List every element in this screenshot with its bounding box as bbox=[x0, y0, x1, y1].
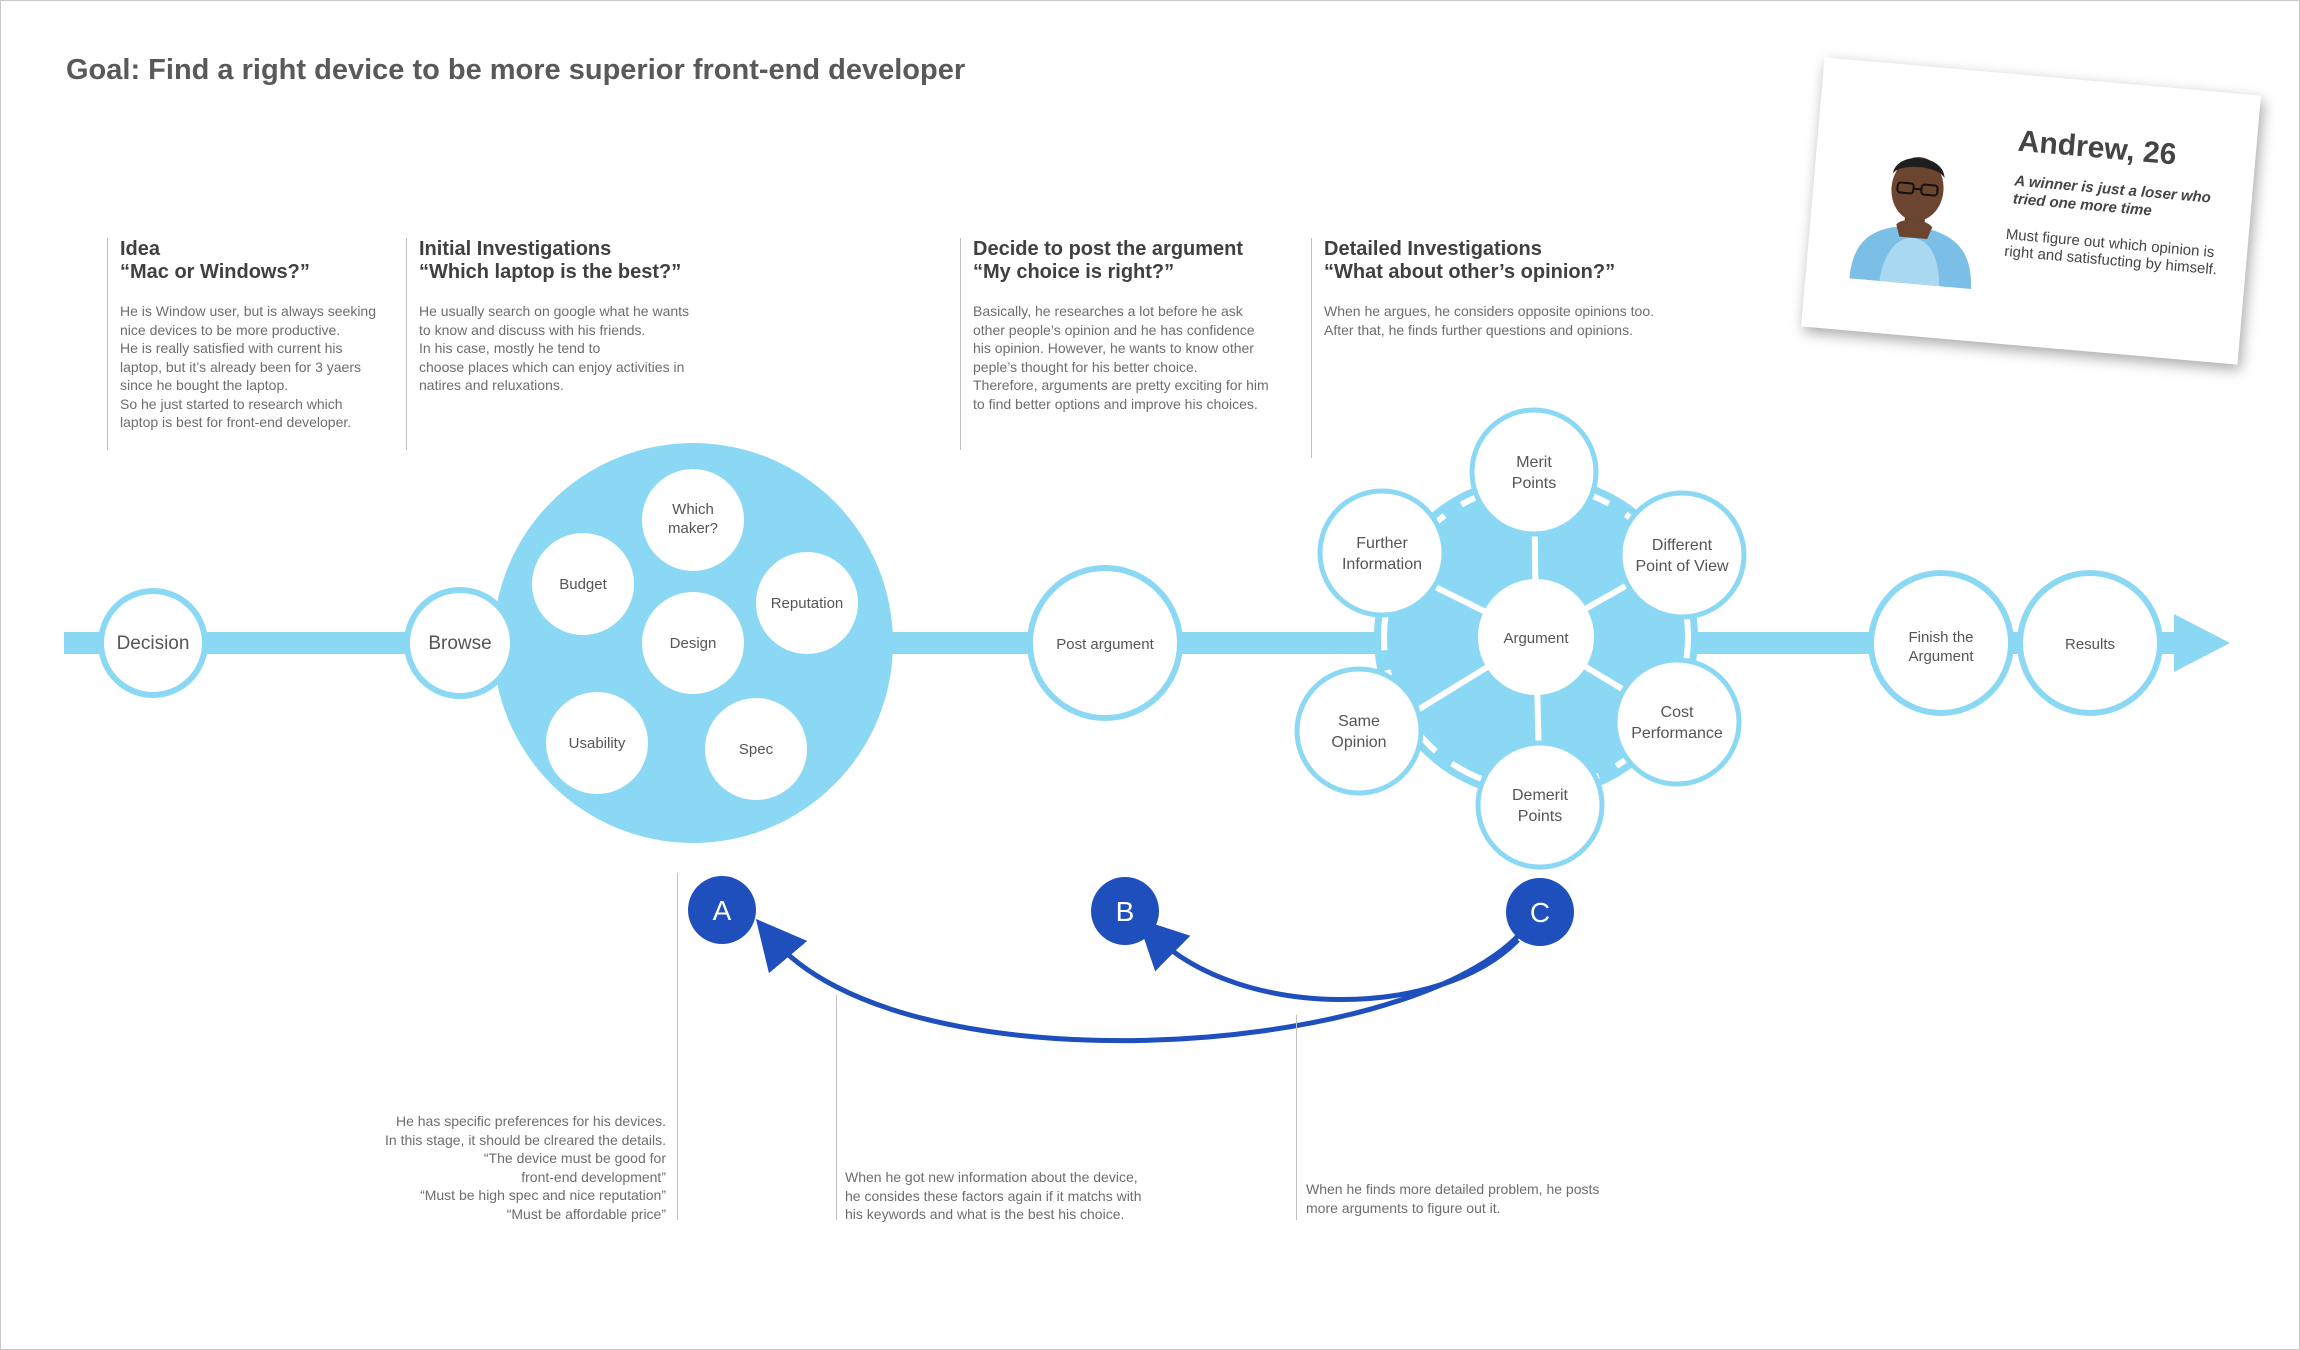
svg-text:Argument: Argument bbox=[1908, 648, 1974, 665]
factor-cost-performance: Cost Performance bbox=[1612, 657, 1742, 787]
node-results: Results bbox=[2017, 570, 2163, 716]
svg-text:Usability: Usability bbox=[569, 735, 626, 752]
stage-title: Initial Investigations bbox=[419, 238, 612, 260]
svg-text:Point of View: Point of View bbox=[1635, 558, 1729, 575]
node-label: Browse bbox=[428, 633, 491, 654]
svg-text:maker?: maker? bbox=[668, 520, 718, 537]
factor-further-information: Further Information bbox=[1317, 488, 1447, 618]
factor-reputation: Reputation bbox=[756, 552, 858, 654]
stage-title: Decide to post the argument bbox=[973, 238, 1244, 260]
node-label: Decision bbox=[117, 633, 190, 654]
svg-text:Different: Different bbox=[1652, 537, 1713, 554]
stage-idea: Idea “Mac or Windows?” He is Window user… bbox=[107, 238, 420, 450]
stage-description: When he argues, he considers opposite op… bbox=[1324, 303, 1654, 338]
persona-description: Must figure out which opinion is right a… bbox=[2003, 225, 2218, 279]
svg-text:Finish the: Finish the bbox=[1908, 629, 1973, 646]
node-finish-argument: Finish the Argument bbox=[1868, 570, 2014, 716]
stage-detailed-investigations: Detailed Investigations “What about othe… bbox=[1311, 238, 1724, 458]
argument-center: Argument bbox=[1478, 579, 1594, 695]
svg-text:B: B bbox=[1116, 896, 1135, 927]
factor-same-opinion: Same Opinion bbox=[1294, 666, 1424, 796]
persona-card: Andrew, 26 A winner is just a loser who … bbox=[1801, 57, 2261, 365]
svg-text:Argument: Argument bbox=[1503, 630, 1569, 647]
svg-text:Budget: Budget bbox=[559, 576, 607, 593]
svg-text:C: C bbox=[1530, 897, 1550, 928]
svg-text:Same: Same bbox=[1338, 713, 1380, 730]
svg-text:Spec: Spec bbox=[739, 741, 774, 758]
journey-arrow-head bbox=[2174, 614, 2230, 672]
svg-text:Cost: Cost bbox=[1661, 704, 1694, 721]
stage-title: Detailed Investigations bbox=[1324, 238, 1542, 260]
svg-text:A: A bbox=[713, 895, 732, 926]
svg-text:Reputation: Reputation bbox=[771, 595, 844, 612]
factor-demerit-points: Demerit Points bbox=[1475, 740, 1605, 870]
stage-post-argument: Decide to post the argument “My choice i… bbox=[960, 238, 1313, 450]
factor-spec: Spec bbox=[705, 698, 807, 800]
node-post-argument: Post argument bbox=[1027, 565, 1183, 721]
svg-text:Post argument: Post argument bbox=[1056, 636, 1154, 653]
goal-title: Goal: Find a right device to be more sup… bbox=[66, 54, 966, 86]
svg-text:Points: Points bbox=[1512, 475, 1556, 492]
persona-quote: A winner is just a loser who tried one m… bbox=[2012, 172, 2212, 220]
marker-a: A bbox=[688, 876, 756, 944]
persona-photo bbox=[1849, 157, 1971, 290]
arrow-c-to-a bbox=[755, 918, 1522, 1044]
svg-text:Merit: Merit bbox=[1516, 454, 1552, 471]
factor-different-point-of-view: Different Point of View bbox=[1617, 490, 1747, 620]
factor-merit-points: Merit Points bbox=[1469, 407, 1599, 537]
stage-description: He usually search on google what he want… bbox=[419, 303, 690, 393]
guide-line-b bbox=[836, 995, 837, 1220]
factor-usability: Usability bbox=[546, 692, 648, 794]
persona-name: Andrew, 26 bbox=[2016, 124, 2178, 172]
svg-text:Which: Which bbox=[672, 501, 714, 518]
stage-question: “My choice is right?” bbox=[973, 261, 1175, 283]
stage-title: Idea bbox=[120, 238, 161, 260]
factor-design: Design bbox=[642, 592, 744, 694]
factor-which-maker: Which maker? bbox=[642, 469, 744, 571]
node-decision: Decision bbox=[98, 588, 208, 698]
stage-question: “What about other’s opinion?” bbox=[1324, 261, 1616, 283]
stage-question: “Which laptop is the best?” bbox=[419, 261, 682, 283]
arrow-c-to-b bbox=[1137, 918, 1520, 1002]
stage-description: Basically, he researches a lot before he… bbox=[973, 303, 1269, 412]
marker-c: C bbox=[1506, 878, 1574, 946]
stage-initial-investigations: Initial Investigations “Which laptop is … bbox=[406, 238, 749, 450]
svg-text:Points: Points bbox=[1518, 808, 1562, 825]
svg-text:Opinion: Opinion bbox=[1331, 734, 1386, 751]
svg-text:Results: Results bbox=[2065, 636, 2115, 653]
marker-b: B bbox=[1091, 877, 1159, 945]
stage-question: “Mac or Windows?” bbox=[120, 261, 310, 283]
guide-line-c bbox=[1296, 1015, 1297, 1220]
svg-text:Design: Design bbox=[670, 635, 717, 652]
factor-budget: Budget bbox=[532, 533, 634, 635]
note-b: When he got new information about the de… bbox=[845, 1169, 1142, 1222]
svg-text:Performance: Performance bbox=[1631, 725, 1723, 742]
svg-text:Demerit: Demerit bbox=[1512, 787, 1569, 804]
guide-line-a bbox=[677, 873, 678, 1220]
node-browse: Browse bbox=[404, 587, 516, 699]
note-c: When he finds more detailed problem, he … bbox=[1306, 1181, 1600, 1216]
svg-text:Further: Further bbox=[1356, 535, 1408, 552]
svg-text:Information: Information bbox=[1342, 556, 1422, 573]
note-a: He has specific preferences for his devi… bbox=[385, 1113, 666, 1222]
stage-description: He is Window user, but is always seeking… bbox=[120, 303, 376, 430]
